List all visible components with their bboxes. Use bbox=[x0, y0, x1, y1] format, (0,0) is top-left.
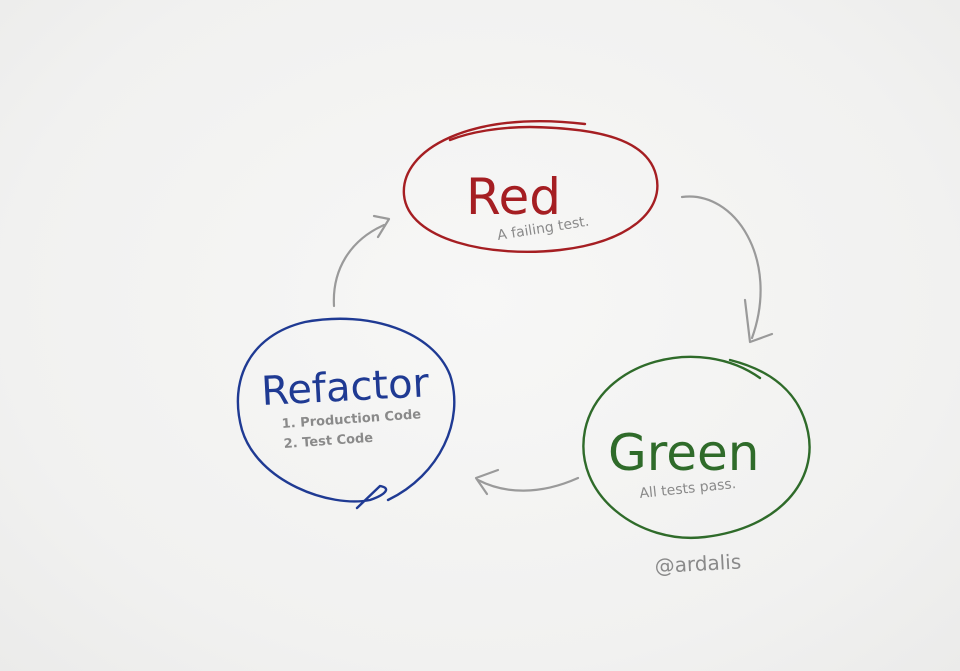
node-green: Green All tests pass. bbox=[582, 355, 811, 540]
green-title: Green bbox=[608, 424, 759, 482]
refactor-item-2: 2. Test Code bbox=[283, 431, 374, 452]
arrow-red-to-green bbox=[680, 195, 774, 344]
green-ellipse bbox=[582, 355, 811, 540]
arrow-refactor-to-red bbox=[332, 214, 391, 308]
node-red: Red A failing test. bbox=[402, 119, 659, 254]
arrow-green-to-refactor bbox=[474, 468, 580, 496]
red-title: Red bbox=[466, 168, 561, 226]
red-ellipse bbox=[402, 119, 659, 254]
refactor-ellipse bbox=[236, 317, 456, 510]
refactor-title: Refactor bbox=[260, 360, 431, 415]
credit-handle: @ardalis bbox=[654, 549, 742, 578]
node-refactor: Refactor 1. Production Code 2. Test Code bbox=[236, 317, 456, 510]
